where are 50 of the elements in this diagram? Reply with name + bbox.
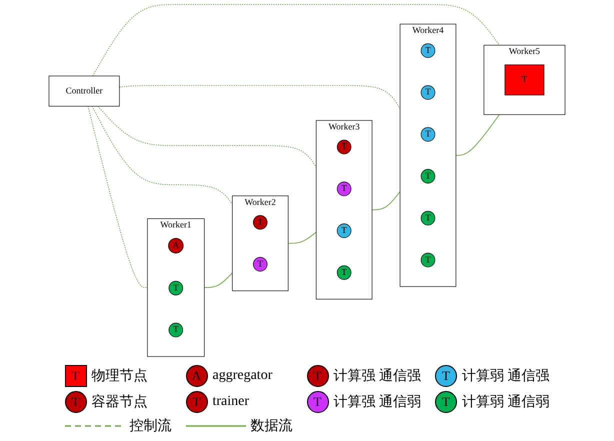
node-circle [420,85,436,100]
legend-text: 控制流 [130,417,172,435]
node-circle [168,322,184,338]
connector [92,106,233,205]
legend-text: 计算弱 通信强 [462,368,550,385]
node-circle [420,127,436,142]
diagram: Worker5 T Worker4 T T T T T T Worker3 T T T T Worker2 T T Worker1 A T T Controller [0,0,614,361]
node-circle [168,238,184,254]
legend-swatch: T [306,391,328,413]
legend-swatch: T [306,365,328,387]
cluster [400,24,456,287]
legend-text: 计算弱 通信弱 [462,394,550,411]
connector [88,106,148,288]
legend-text: aggregator [212,368,272,384]
legend-text: 容器节点 [92,393,148,411]
connector [456,114,500,156]
cluster [484,44,566,115]
node-circle [253,257,268,272]
cluster [147,218,205,357]
node-circle [168,280,184,296]
legend-swatch: T [435,365,457,387]
legend-swatch: T [64,391,86,413]
connector [372,191,400,210]
legend-text: 计算强 通信强 [334,368,421,385]
legend-text: trainer [212,394,250,410]
connector [97,106,317,168]
connector [204,272,233,288]
node-circle [336,224,352,238]
node-circle [420,252,436,268]
node-circle [420,210,436,226]
node-box [504,64,544,96]
node-circle [336,265,352,280]
node-circle [336,182,352,196]
connector [119,85,400,110]
legend-text: 计算强 通信弱 [334,394,421,411]
legend-swatch: A [186,365,208,387]
node-circle [420,43,436,58]
connector [92,4,500,76]
node-circle [420,169,436,184]
legend-swatch: T [435,391,457,413]
legend-swatch: T [186,391,208,413]
legend-text: 数据流 [250,417,292,435]
legend-text: 物理节点 [92,368,148,385]
cluster [232,196,288,292]
node-circle [336,140,352,154]
cluster [316,120,372,300]
legend-swatch: T [64,365,86,387]
node-circle [253,215,268,230]
connector [288,232,317,244]
node-box [48,76,120,106]
